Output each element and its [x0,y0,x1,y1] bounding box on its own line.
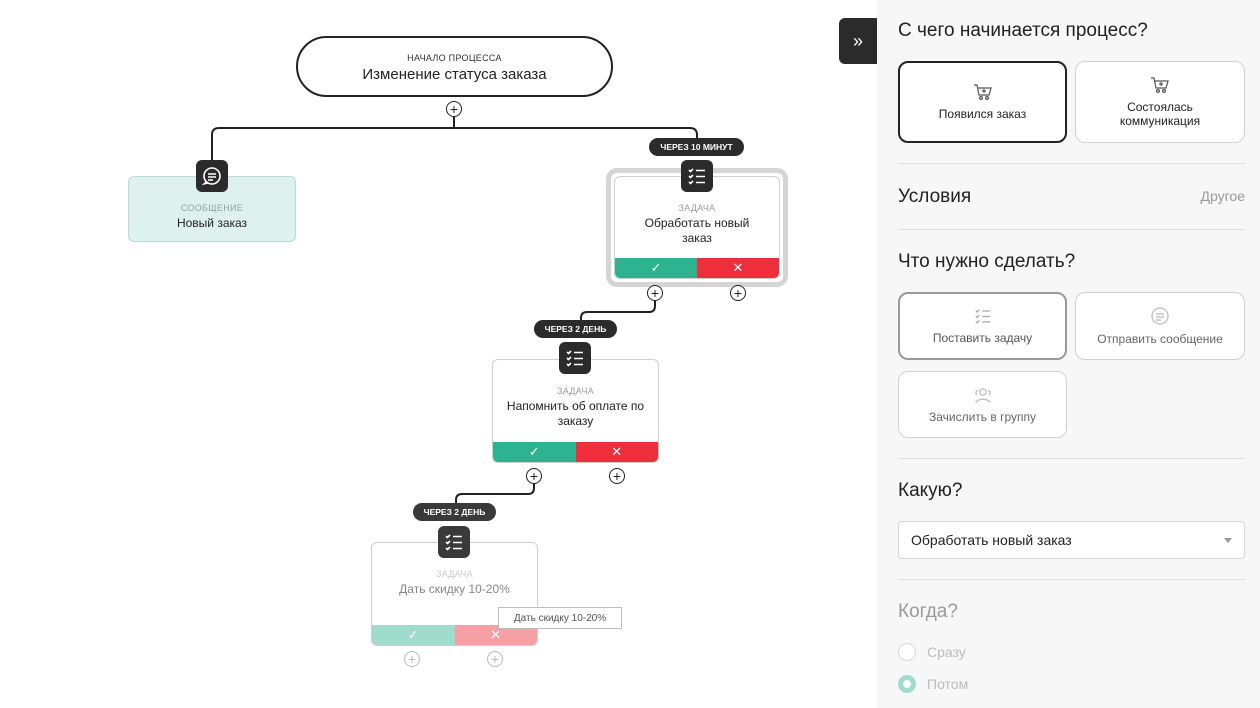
task-select[interactable]: Обработать новый заказ [898,521,1245,559]
check-icon: ✓ [407,627,419,642]
start-question-heading: С чего начинается процесс? [898,20,1148,41]
checklist-icon [438,526,470,558]
checklist-icon [559,342,591,374]
message-node-title: Новый заказ [176,216,248,230]
action-question-heading: Что нужно сделать? [898,251,1076,272]
radio-button-checked[interactable] [898,675,916,693]
start-node-title: Изменение статуса заказа [362,66,547,83]
add-step-task1-failed-button[interactable]: + [730,285,746,301]
start-option-new-order[interactable]: Появился заказ [898,61,1067,143]
flow-connectors [211,117,698,503]
task3-title: Дать скидку 10-20% [399,582,510,596]
when-option-later[interactable]: Потом [898,675,968,693]
radio-label: Потом [927,676,969,692]
checklist-icon [974,309,990,324]
task3-done-branch[interactable]: ✓ [372,625,455,645]
task-select-value: Обработать новый заказ [911,532,1072,548]
task3-caption: ЗАДАЧА [436,569,473,579]
conditions-heading: Условия [898,186,972,207]
task2-failed-branch[interactable]: ✕ [575,442,658,462]
check-icon: ✓ [650,260,662,275]
divider [898,163,1245,164]
connector-task2-task3 [455,484,535,503]
start-option-communication[interactable]: Состоялась коммуникация [1075,61,1245,143]
conditions-other-link[interactable]: Другое [1200,188,1245,204]
task1-delay-badge: ЧЕРЕЗ 10 МИНУТ [649,138,744,156]
radio-button[interactable] [898,643,916,661]
double-chevron-right-icon: » [852,30,863,51]
start-option-label: Состоялась коммуникация [1119,100,1201,128]
task1-failed-branch[interactable]: ✕ [697,258,779,278]
close-icon: ✕ [611,444,623,459]
radio-label: Сразу [927,644,966,660]
when-heading: Когда? [898,601,958,622]
task2-delay-badge: ЧЕРЕЗ 2 ДЕНЬ [534,320,617,338]
task3-delay-badge: ЧЕРЕЗ 2 ДЕНЬ [413,503,496,521]
divider [898,229,1245,230]
close-icon: ✕ [732,260,744,275]
process-canvas: НАЧАЛО ПРОЦЕССА Изменение статуса заказа… [128,36,788,667]
task2-title: Напомнить об оплате по заказу [506,399,645,428]
action-option-send-message[interactable]: Отправить сообщение [1075,292,1245,360]
collapse-panel-button[interactable]: » [839,18,877,64]
when-option-immediately[interactable]: Сразу [898,643,966,661]
process-start-node[interactable]: НАЧАЛО ПРОЦЕССА Изменение статуса заказа [296,36,613,97]
connector-start-branches [211,117,698,160]
task1-title: Обработать новый заказ [644,216,750,245]
add-step-start-button[interactable]: + [446,101,462,117]
add-step-task3-failed-button[interactable]: + [487,651,503,667]
action-option-set-task[interactable]: Поставить задачу [898,292,1067,360]
add-step-task2-failed-button[interactable]: + [609,468,625,484]
add-step-task1-done-button[interactable]: + [647,285,663,301]
add-step-task2-done-button[interactable]: + [526,468,542,484]
check-icon: ✓ [528,444,540,459]
cart-icon [973,84,992,101]
group-icon [974,387,991,403]
start-option-label: Появился заказ [938,107,1027,121]
close-icon: ✕ [490,627,502,642]
action-option-label: Зачислить в группу [928,409,1037,424]
action-option-label: Поставить задачу [932,331,1033,345]
message-icon [1151,307,1169,325]
chevron-down-icon [1224,538,1232,543]
task-node-process-order[interactable]: ЗАДАЧА Обработать новый заказ ✓ ✕ [614,176,780,279]
checklist-icon [681,160,713,192]
task3-failed-branch[interactable]: ✕ [454,625,537,645]
action-option-label: Отправить сообщение [1097,332,1223,346]
task1-caption: ЗАДАЧА [678,203,716,213]
divider [898,579,1245,580]
message-node-caption: СООБЩЕНИЕ [180,203,244,213]
which-heading: Какую? [898,480,963,501]
task1-done-branch[interactable]: ✓ [615,258,697,278]
action-option-add-to-group[interactable]: Зачислить в группу [898,371,1067,438]
start-node-caption: НАЧАЛО ПРОЦЕССА [407,53,502,63]
divider [898,458,1245,459]
task-node-payment-reminder[interactable]: ЗАДАЧА Напомнить об оплате по заказу ✓ ✕ [492,359,659,463]
task2-caption: ЗАДАЧА [557,386,594,396]
message-icon [196,160,228,192]
task3-title-tooltip: Дать скидку 10-20% [498,607,622,629]
cart-icon [1151,77,1169,94]
add-step-task3-done-button[interactable]: + [404,651,420,667]
task2-done-branch[interactable]: ✓ [493,442,576,462]
connector-task1-task2 [580,301,656,320]
